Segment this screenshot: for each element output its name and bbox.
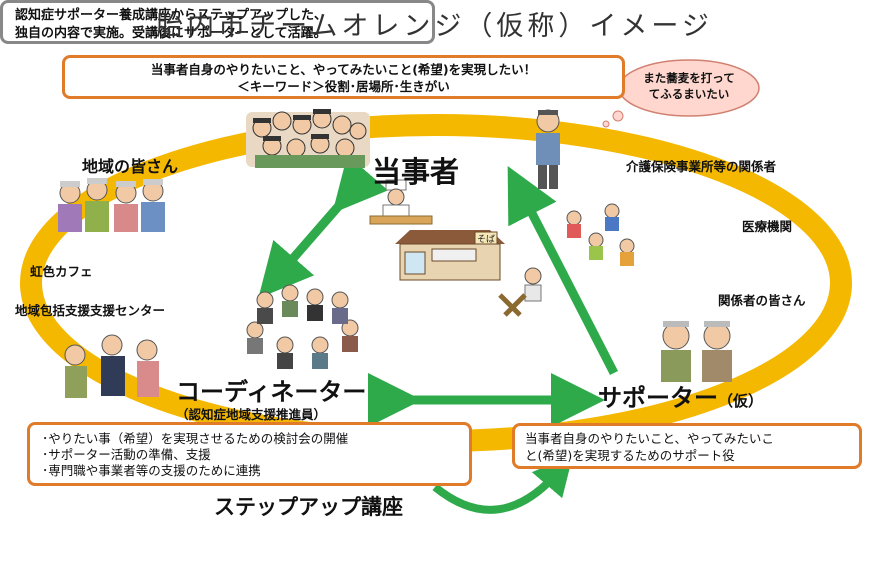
center-person-label: 当事者 <box>372 155 460 189</box>
standing-man-illustration <box>536 109 560 189</box>
coordinator-role-item: ･やりたい事（希望）を実現させるための検討会の開催 <box>42 431 349 446</box>
step-up-course-label: ステップアップ講座 <box>214 495 403 519</box>
wish-box: 当事者自身のやりたいこと、やってみたいこと(希望)を実現したい！ ＜キーワード＞… <box>62 55 625 99</box>
coordinator-role-box: ･やりたい事（希望）を実現させるための検討会の開催 ･サポーター活動の準備、支援… <box>27 422 472 486</box>
soba-chef-illustration <box>369 179 433 225</box>
ring-label-care-providers: 介護保険事業所等の関係者 <box>626 159 777 174</box>
ring-label-support-center: 地域包括支援支援センター <box>15 303 166 318</box>
elderly-couple-illustration <box>661 321 732 382</box>
supporter-label: サポーター（仮） <box>598 378 763 413</box>
wish-line-1: 当事者自身のやりたいこと、やってみたいこと(希望)を実現したい！ <box>150 62 537 77</box>
coordinator-role-item: ･専門職や事業者等の支援のために連携 <box>42 463 261 478</box>
crowd-illustration <box>246 109 370 168</box>
thought-cloud <box>602 59 760 128</box>
ring-label-cafe: 虹色カフェ <box>30 264 93 279</box>
coordinator-role-item: ･サポーター活動の準備、支援 <box>42 447 211 462</box>
bubble-line-2: てふるまいたい <box>648 87 730 101</box>
coordinator-label: コーディネーター <box>176 378 367 406</box>
step-up-line-1: 認知症サポーター養成講座からステップアップした、 <box>15 8 328 23</box>
arrow-step-up-curve <box>432 454 574 514</box>
bubble-line-1: また蕎麦を打って <box>643 71 735 85</box>
soba-shop-illustration: そば <box>395 230 505 281</box>
supporter-name: サポーター <box>598 384 718 412</box>
meeting-group-illustration <box>246 284 359 369</box>
step-up-description-box: 認知症サポーター養成講座からステップアップした、 独自の内容で実施。受講後にサポ… <box>0 0 435 44</box>
supporter-role-box: 当事者自身のやりたいこと、やってみたいこ と(希望)を実現するためのサポート役 <box>512 423 862 469</box>
page-title: 胎内市チームオレンジ（仮称）イメージ <box>156 11 713 42</box>
arrow-center-coordinator <box>258 154 389 299</box>
supporter-suffix: （仮） <box>718 392 764 410</box>
ring-label-community: 地域の皆さん <box>82 157 179 176</box>
community-people-illustration <box>58 178 165 232</box>
step-up-line-2: 独自の内容で実施。受講後にサポーターとして活躍。 <box>15 26 327 41</box>
supporter-role-line-1: 当事者自身のやりたいこと、やってみたいこ <box>525 431 774 446</box>
soba-sign: そば <box>477 234 495 245</box>
keyword-line: ＜キーワード＞役割･居場所･生きがい <box>237 79 450 94</box>
supporter-role-line-2: と(希望)を実現するためのサポート役 <box>525 448 735 463</box>
woodworker-illustration <box>498 267 542 317</box>
children-illustration <box>566 203 635 266</box>
arrow-supporter-center <box>507 165 619 376</box>
ring-label-stakeholders: 関係者の皆さん <box>718 293 806 308</box>
ring-label-medical: 医療機関 <box>742 219 793 234</box>
coordinator-sub-label: （認知症地域支援推進員） <box>176 407 327 422</box>
coordinator-trio-illustration <box>64 334 159 398</box>
thought-bubble-text: また蕎麦を打って てふるまいたい <box>624 62 754 114</box>
